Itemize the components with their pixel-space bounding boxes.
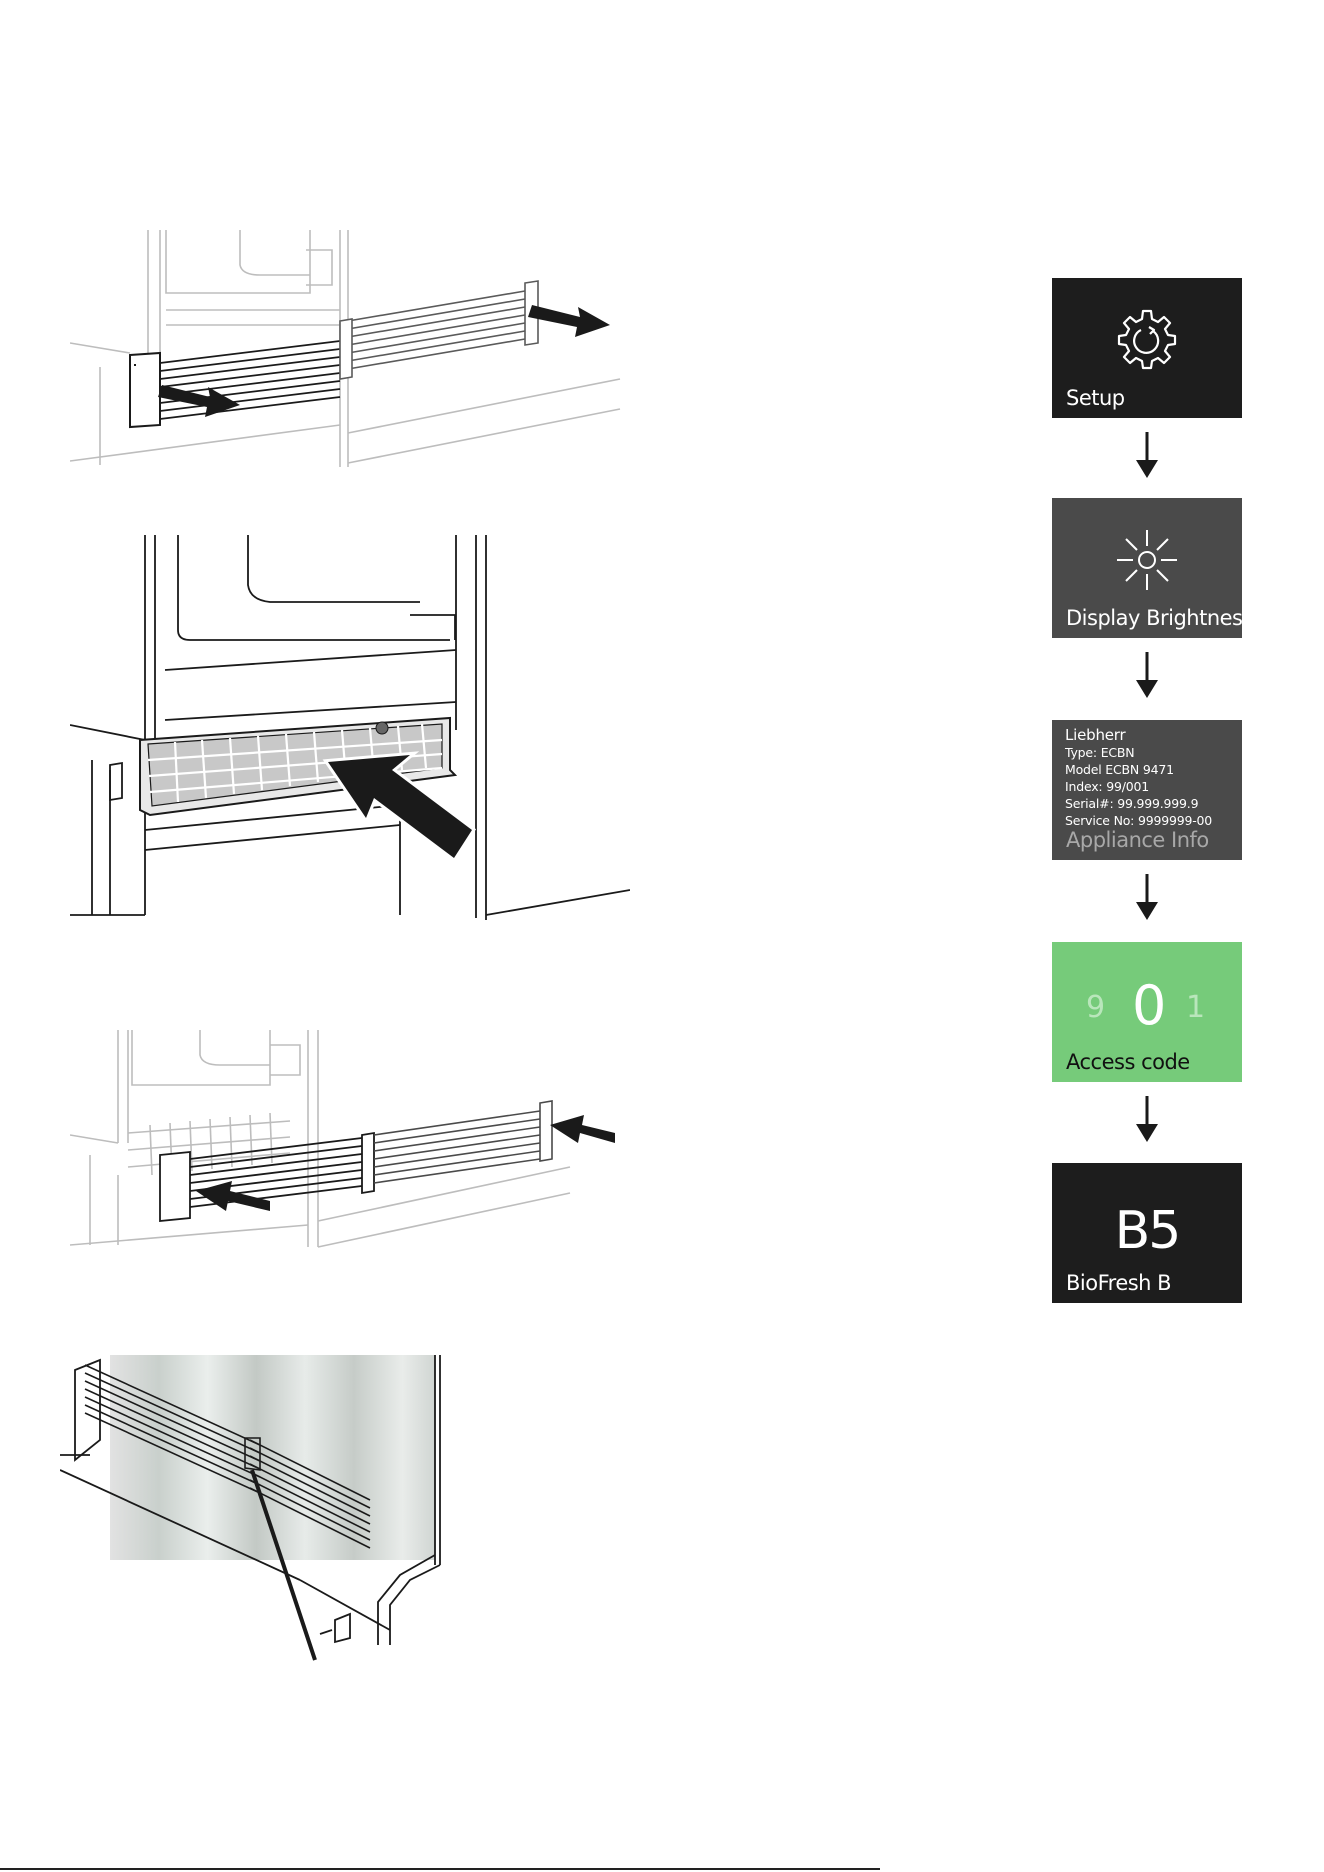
- tile-label: BioFresh B: [1066, 1271, 1171, 1295]
- info-brand: Liebherr: [1065, 726, 1212, 744]
- tile-label: Appliance Info: [1066, 828, 1209, 852]
- arrow-down-icon: [1134, 874, 1160, 920]
- info-model: Model ECBN 9471: [1065, 761, 1212, 778]
- illustration-grille-removal: [70, 225, 630, 475]
- info-serial: Serial#: 99.999.999.9: [1065, 795, 1212, 812]
- tile-label: Display Brightness: [1066, 606, 1242, 630]
- arrow-down-icon: [1134, 652, 1160, 698]
- tile-label: Access code: [1066, 1050, 1190, 1074]
- arrow-down-icon: [1134, 1096, 1160, 1142]
- code-digit-picker[interactable]: 9 0 1: [1052, 972, 1242, 1034]
- info-type: Type: ECBN: [1065, 744, 1212, 761]
- digit-next[interactable]: 1: [1186, 990, 1205, 1025]
- info-service: Service No: 9999999-00: [1065, 812, 1212, 829]
- biofresh-code: B5: [1052, 1201, 1242, 1261]
- display-appliance-info-tile[interactable]: Liebherr Type: ECBN Model ECBN 9471 Inde…: [1052, 720, 1242, 860]
- display-access-code-tile[interactable]: 9 0 1 Access code: [1052, 942, 1242, 1082]
- illustration-filter-insertion: [70, 530, 630, 930]
- digit-current[interactable]: 0: [1132, 974, 1166, 1037]
- tile-label: Setup: [1066, 386, 1125, 410]
- display-biofresh-tile[interactable]: B5 BioFresh B: [1052, 1163, 1242, 1303]
- appliance-info-details: Liebherr Type: ECBN Model ECBN 9471 Inde…: [1065, 726, 1212, 829]
- arrow-down-icon: [1134, 432, 1160, 478]
- illustration-grille-detail: [60, 1350, 460, 1670]
- gear-icon: [1116, 308, 1178, 370]
- info-index: Index: 99/001: [1065, 778, 1212, 795]
- display-setup-tile[interactable]: Setup: [1052, 278, 1242, 418]
- illustration-grille-installation: [70, 1025, 630, 1255]
- sun-icon: [1115, 528, 1179, 592]
- digit-previous[interactable]: 9: [1086, 990, 1105, 1025]
- arrow-right-icon: [158, 305, 610, 417]
- footer-divider: [0, 1868, 880, 1870]
- display-brightness-tile[interactable]: Display Brightness: [1052, 498, 1242, 638]
